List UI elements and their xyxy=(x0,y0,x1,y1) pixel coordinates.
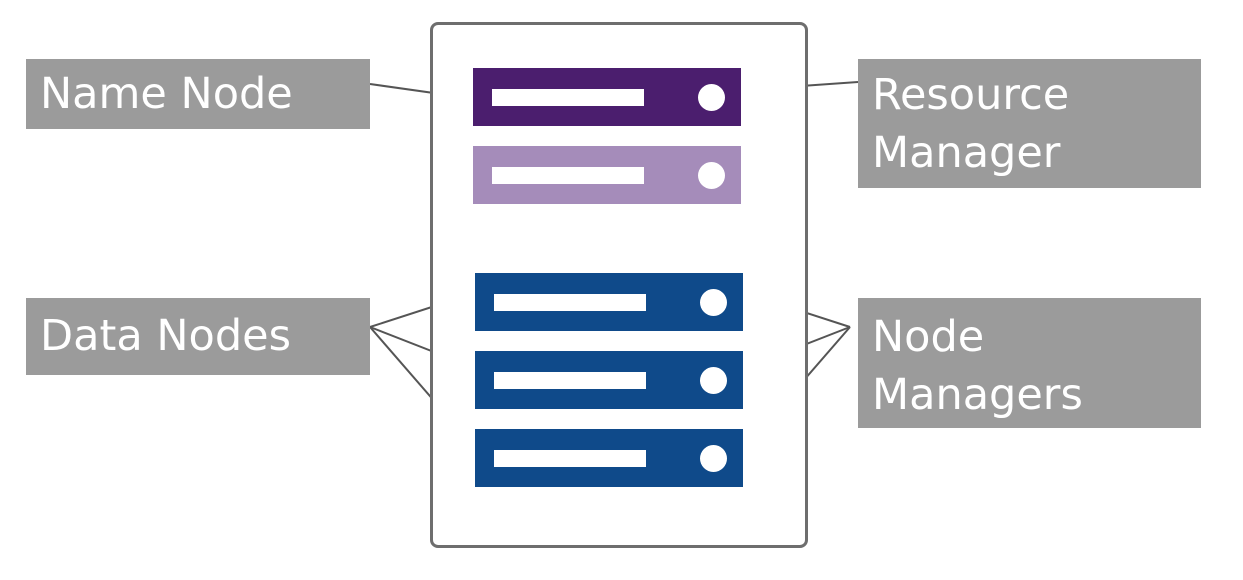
status-led-icon xyxy=(700,445,727,472)
name-node-label: Name Node xyxy=(26,59,370,129)
name-node-server xyxy=(473,68,741,126)
drive-slot xyxy=(494,450,646,467)
resource-manager-label: Resource Manager xyxy=(858,59,1201,188)
drive-slot xyxy=(492,89,644,106)
drive-slot xyxy=(494,372,646,389)
standby-server xyxy=(473,146,741,204)
worker-server-2 xyxy=(475,351,743,409)
status-led-icon xyxy=(700,367,727,394)
status-led-icon xyxy=(698,84,725,111)
server-rack xyxy=(430,22,808,548)
worker-server-3 xyxy=(475,429,743,487)
status-led-icon xyxy=(698,162,725,189)
drive-slot xyxy=(492,167,644,184)
worker-server-1 xyxy=(475,273,743,331)
drive-slot xyxy=(494,294,646,311)
status-led-icon xyxy=(700,289,727,316)
data-nodes-label: Data Nodes xyxy=(26,298,370,375)
node-managers-label: Node Managers xyxy=(858,298,1201,428)
